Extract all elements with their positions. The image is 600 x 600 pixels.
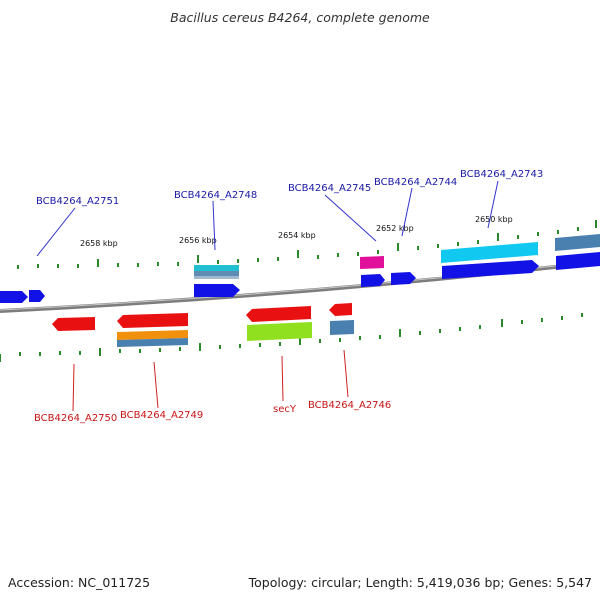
feature-bar[interactable] (194, 265, 239, 271)
gene-arrow[interactable] (29, 290, 45, 302)
kbp-label: 2658 kbp (80, 239, 118, 248)
kbp-label: 2650 kbp (475, 215, 513, 224)
gene-label-a2748[interactable]: BCB4264_A2748 (174, 190, 257, 201)
gene-arrow[interactable] (117, 313, 188, 328)
feature-bar[interactable] (441, 242, 538, 263)
gene-arrow[interactable] (360, 256, 384, 269)
gene-arrow[interactable] (0, 291, 28, 303)
gene-label-a2745[interactable]: BCB4264_A2745 (288, 183, 371, 194)
gene-arrow[interactable] (246, 306, 311, 322)
accession-text: Accession: NC_011725 (8, 575, 151, 590)
gene-arrow[interactable] (52, 317, 95, 331)
feature-bar[interactable] (117, 338, 188, 347)
gene-arrow[interactable] (329, 303, 352, 316)
gene-arrow[interactable] (361, 274, 385, 287)
forward-tick-track (17, 220, 597, 269)
feature-bar[interactable] (194, 276, 239, 279)
gene-label-a2751[interactable]: BCB4264_A2751 (36, 196, 119, 207)
forward-genes (0, 234, 600, 303)
gene-arrow[interactable] (194, 284, 240, 297)
feature-bar[interactable] (555, 234, 600, 251)
kbp-label: 2652 kbp (376, 224, 414, 233)
feature-bar[interactable] (194, 271, 239, 276)
feature-bar[interactable] (247, 322, 312, 341)
gene-label-a2744[interactable]: BCB4264_A2744 (374, 177, 457, 188)
gene-arrow[interactable] (391, 272, 416, 285)
gene-label-a2749[interactable]: BCB4264_A2749 (120, 410, 203, 421)
reverse-label-leaders (72, 349, 349, 412)
gene-arrow[interactable] (556, 252, 600, 270)
forward-label-leaders (36, 180, 499, 257)
gene-arrow[interactable] (442, 260, 539, 279)
reverse-genes (52, 303, 354, 347)
gene-label-a2743[interactable]: BCB4264_A2743 (460, 169, 543, 180)
genome-summary-text: Topology: circular; Length: 5,419,036 bp… (248, 575, 592, 590)
kbp-label: 2656 kbp (179, 236, 217, 245)
feature-bar[interactable] (330, 320, 354, 335)
gene-label-a2750[interactable]: BCB4264_A2750 (34, 413, 117, 424)
gene-label-a2746[interactable]: BCB4264_A2746 (308, 400, 391, 411)
map-title: Bacillus cereus B4264, complete genome (170, 10, 430, 25)
feature-bar[interactable] (117, 330, 188, 340)
kbp-label: 2654 kbp (278, 231, 316, 240)
gene-label-secy[interactable]: secY (273, 404, 297, 415)
